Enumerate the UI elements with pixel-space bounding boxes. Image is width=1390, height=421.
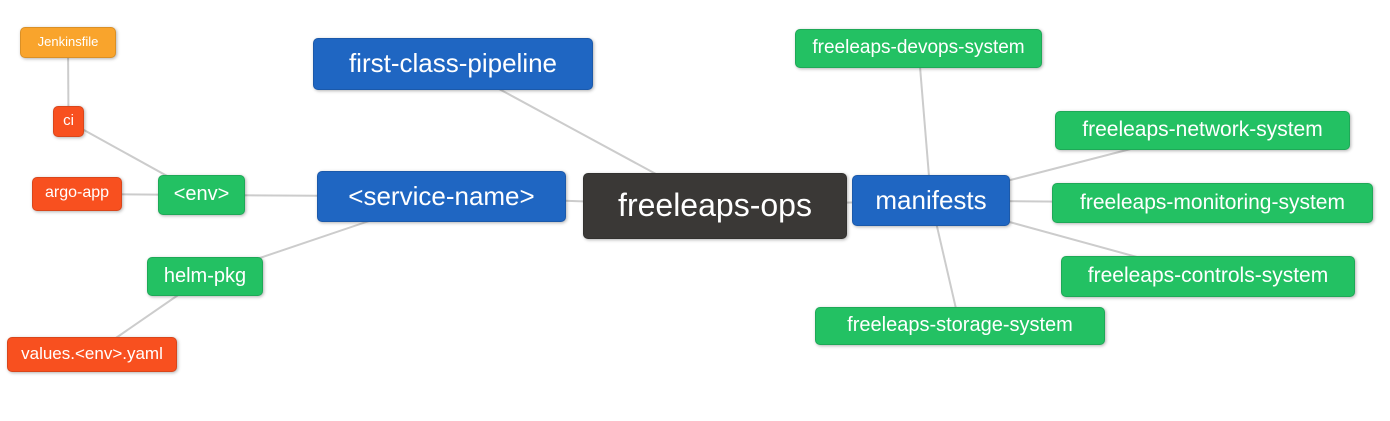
- node-jenkinsfile[interactable]: Jenkinsfile: [20, 27, 116, 58]
- node-first-class-pipeline[interactable]: first-class-pipeline: [313, 38, 593, 90]
- node-argo-app[interactable]: argo-app: [32, 177, 122, 211]
- node-helm-pkg[interactable]: helm-pkg: [147, 257, 263, 296]
- node-freeleaps-storage-system[interactable]: freeleaps-storage-system: [815, 307, 1105, 345]
- node-freeleaps-monitoring-system[interactable]: freeleaps-monitoring-system: [1052, 183, 1373, 223]
- node-freeleaps-devops-system[interactable]: freeleaps-devops-system: [795, 29, 1042, 68]
- node-freeleaps-network-system[interactable]: freeleaps-network-system: [1055, 111, 1350, 150]
- node-freeleaps-controls-system[interactable]: freeleaps-controls-system: [1061, 256, 1355, 297]
- node-freeleaps-ops[interactable]: freeleaps-ops: [583, 173, 847, 239]
- node-manifests[interactable]: manifests: [852, 175, 1010, 226]
- node-env[interactable]: <env>: [158, 175, 245, 215]
- node-values-env-yaml[interactable]: values.<env>.yaml: [7, 337, 177, 372]
- node-service-name[interactable]: <service-name>: [317, 171, 566, 222]
- node-ci[interactable]: ci: [53, 106, 84, 137]
